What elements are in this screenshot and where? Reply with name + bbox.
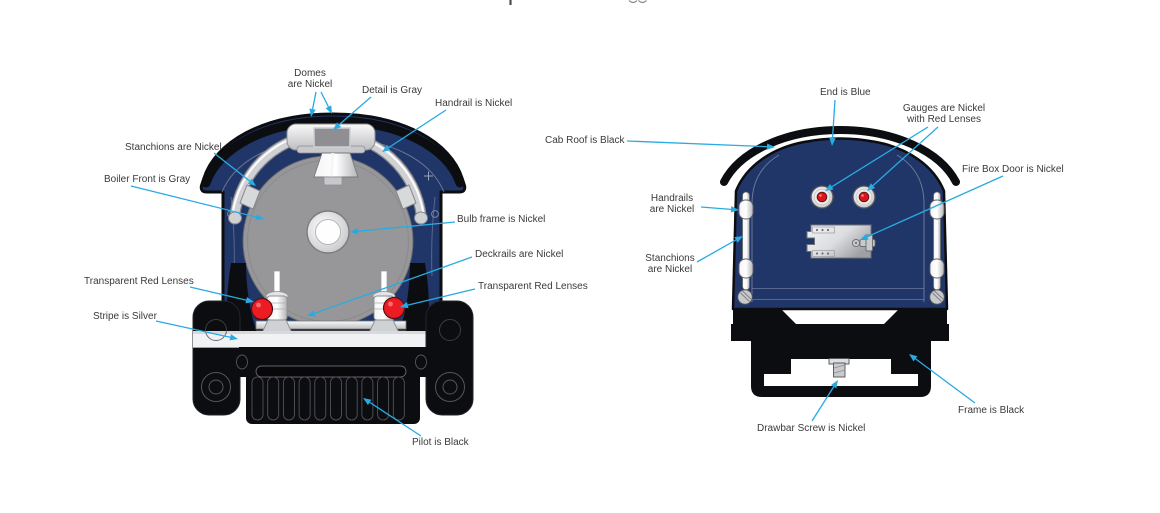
leader-arrowhead bbox=[247, 178, 256, 186]
leader-arrowhead bbox=[730, 206, 739, 213]
clipped-text-fragment bbox=[509, 0, 647, 5]
locomotive-front-view bbox=[192, 112, 474, 424]
red-lens bbox=[250, 297, 274, 321]
corner-wedge bbox=[882, 309, 947, 326]
drawbar-screw bbox=[828, 358, 850, 378]
rear-stanchion bbox=[738, 258, 754, 279]
leader-arrowhead bbox=[309, 108, 316, 117]
leader-arrowhead bbox=[860, 233, 869, 240]
rear-handrail-right bbox=[929, 191, 945, 291]
leader-arrowhead bbox=[229, 334, 238, 341]
leader-line bbox=[626, 140, 768, 148]
leader-line bbox=[314, 256, 473, 314]
firebox-door bbox=[806, 224, 876, 259]
leader-arrowhead bbox=[255, 213, 264, 221]
leader-arrowhead bbox=[325, 105, 332, 114]
headlight-bracket bbox=[313, 152, 359, 186]
leader-arrowhead bbox=[363, 398, 372, 406]
leader-arrowhead bbox=[350, 228, 359, 235]
leader-arrowhead bbox=[867, 183, 876, 191]
leader-arrowhead bbox=[831, 380, 838, 389]
leader-line bbox=[311, 91, 317, 110]
side-wedge bbox=[399, 263, 429, 333]
leader-arrowhead bbox=[400, 302, 409, 309]
bulb bbox=[315, 219, 341, 245]
detail-gray-panel bbox=[313, 127, 351, 148]
leader-line bbox=[811, 386, 835, 422]
pilot-cylinder-details bbox=[201, 319, 465, 402]
leader-line bbox=[700, 206, 732, 211]
gauge bbox=[852, 185, 876, 209]
leader-line bbox=[867, 175, 1004, 238]
leader-arrowhead bbox=[245, 297, 254, 304]
leader-line bbox=[915, 358, 976, 404]
leader-arrowhead bbox=[829, 137, 836, 146]
leader-arrowhead bbox=[766, 143, 775, 150]
leader-line bbox=[320, 91, 330, 108]
leader-line bbox=[357, 221, 456, 232]
leader-line bbox=[831, 126, 929, 188]
leader-line bbox=[155, 320, 231, 338]
rear-handrail-left bbox=[738, 191, 754, 291]
locomotive-rear-view bbox=[720, 125, 960, 397]
stanchion-bracket bbox=[395, 184, 417, 210]
mold-cross-mark bbox=[424, 171, 433, 181]
leader-line bbox=[388, 109, 447, 149]
leader-line bbox=[369, 401, 422, 437]
leader-arrowhead bbox=[825, 184, 834, 191]
leader-arrowhead bbox=[909, 354, 918, 362]
leader-arrowhead bbox=[734, 236, 743, 243]
gauge bbox=[810, 185, 834, 209]
stanchion-bracket bbox=[239, 184, 261, 210]
leader-line bbox=[338, 96, 372, 126]
cab-roof-edge bbox=[720, 125, 960, 186]
handrail-end-cap bbox=[414, 211, 428, 225]
rear-stanchion bbox=[929, 258, 945, 279]
buffer-beam bbox=[731, 324, 949, 341]
screw bbox=[929, 289, 945, 305]
rear-stanchion bbox=[738, 199, 754, 220]
leader-arrowhead bbox=[382, 144, 391, 152]
rear-stanchion bbox=[929, 199, 945, 220]
rivet bbox=[431, 210, 439, 218]
leader-line bbox=[130, 185, 257, 218]
leader-line bbox=[872, 126, 939, 187]
rear-panel-line-horizontal bbox=[752, 288, 924, 300]
leader-line bbox=[831, 99, 836, 139]
corner-wedge bbox=[733, 309, 798, 326]
leader-line bbox=[189, 286, 247, 301]
front-roof-edge bbox=[201, 116, 465, 188]
leader-line bbox=[696, 239, 737, 263]
leader-arrowhead bbox=[307, 310, 316, 317]
rear-body bbox=[731, 137, 949, 311]
front-panel-line-right bbox=[431, 196, 436, 277]
red-lens bbox=[382, 296, 406, 320]
pilot bbox=[236, 347, 427, 424]
leader-line bbox=[213, 152, 251, 182]
screw bbox=[737, 289, 753, 305]
leader-line bbox=[407, 288, 476, 306]
leader-arrowhead bbox=[333, 122, 342, 130]
pilot-slats bbox=[251, 376, 405, 421]
